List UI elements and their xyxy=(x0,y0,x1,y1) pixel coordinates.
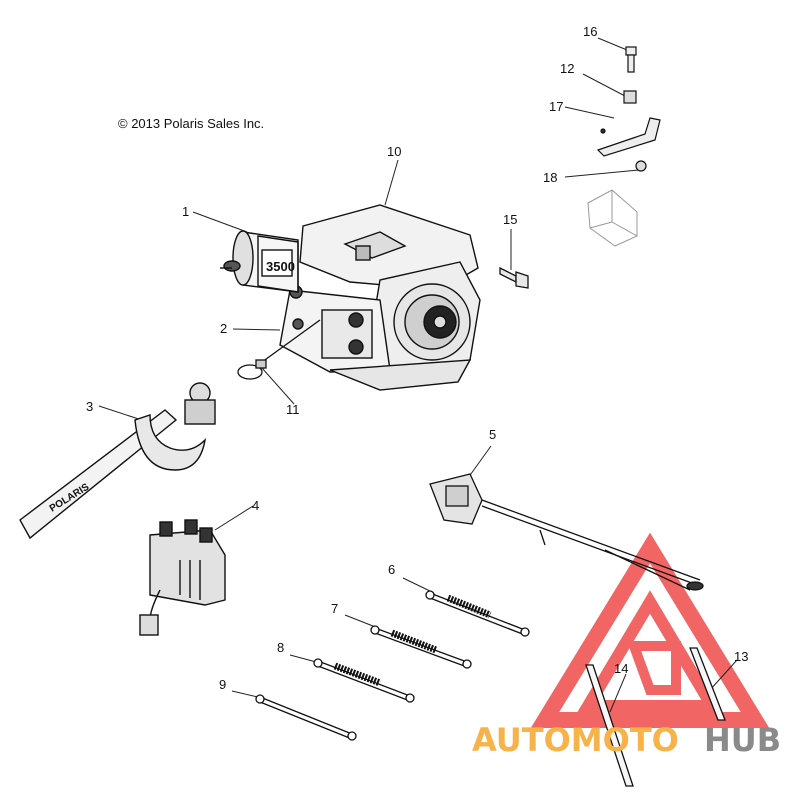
nut-18 xyxy=(635,160,647,172)
callout-12: 12 xyxy=(560,61,574,76)
callout-labels: 1 2 3 4 5 6 7 8 9 10 11 12 13 14 15 16 1… xyxy=(86,24,748,692)
bracket-17 xyxy=(596,117,661,157)
callout-15: 15 xyxy=(503,212,517,227)
callout-5: 5 xyxy=(489,427,496,442)
cable-9 xyxy=(255,694,357,741)
callout-13: 13 xyxy=(734,649,748,664)
callout-16: 16 xyxy=(583,24,597,39)
callout-6: 6 xyxy=(388,562,395,577)
rods xyxy=(585,647,726,787)
watermark-word-b: HUB xyxy=(704,721,781,759)
callout-9: 9 xyxy=(219,677,226,692)
callout-11: 11 xyxy=(286,402,300,417)
callout-18: 18 xyxy=(543,170,557,185)
watermark-word-a: AUTOMOTO xyxy=(472,721,679,759)
winch-badge: 3500 xyxy=(266,259,295,274)
callout-3: 3 xyxy=(86,399,93,414)
spacer-12 xyxy=(623,90,637,104)
contactor xyxy=(139,519,226,636)
callout-10: 10 xyxy=(387,144,401,159)
callout-14: 14 xyxy=(614,661,628,676)
cable-8 xyxy=(313,658,415,703)
cable-loop xyxy=(237,319,321,380)
callout-7: 7 xyxy=(331,601,338,616)
callout-4: 4 xyxy=(252,498,259,513)
hook-strap xyxy=(19,382,216,540)
copyright-notice: © 2013 Polaris Sales Inc. xyxy=(118,116,265,131)
bolt-15 xyxy=(499,266,529,289)
callout-1: 1 xyxy=(182,204,189,219)
switch-harness xyxy=(429,473,704,591)
callout-8: 8 xyxy=(277,640,284,655)
box-reference xyxy=(587,189,638,247)
watermark-logo xyxy=(530,532,770,728)
callout-17: 17 xyxy=(549,99,563,114)
bolt-16 xyxy=(625,46,637,73)
watermark-text: AUTOMOTO HUB xyxy=(472,721,781,759)
callout-2: 2 xyxy=(220,321,227,336)
winch-assembly xyxy=(220,204,481,391)
cable-7 xyxy=(370,625,472,669)
cable-6 xyxy=(425,590,530,637)
